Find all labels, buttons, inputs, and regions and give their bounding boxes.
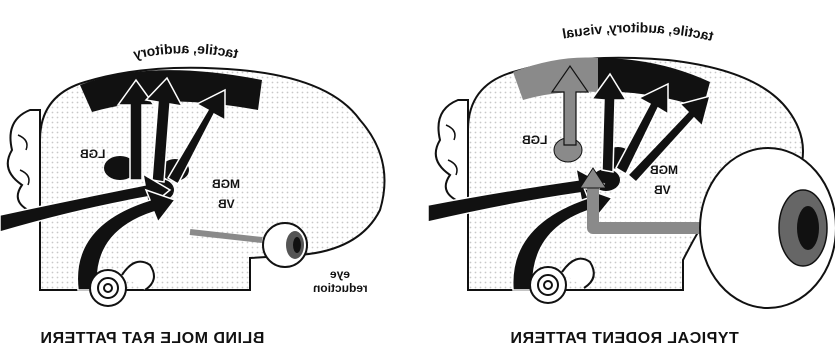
cerebellum: [8, 110, 40, 215]
panel-typical-rodent: tactile, auditory, visual LGB MGB VB TYP…: [418, 0, 835, 364]
cortex-label: tactile, auditory, visual: [561, 19, 715, 44]
vb-label: VB: [654, 184, 671, 196]
lgb-label: LGB: [522, 134, 547, 146]
reduced-eye: [263, 223, 307, 267]
mgb-label: MGB: [650, 164, 678, 176]
cortex-label: tactile, auditory: [131, 40, 239, 62]
brain-diagram-blind-mole-rat: tactile, auditory: [0, 0, 418, 364]
large-eye: [700, 148, 835, 308]
mgb-label: MGB: [212, 178, 240, 190]
eye-reduction-note: eye reduction: [300, 268, 380, 296]
cerebellum: [436, 100, 468, 205]
brain-diagram-typical-rodent: tactile, auditory, visual: [418, 0, 835, 364]
caption-typical-rodent: TYPICAL RODENT PATTERN: [510, 331, 739, 347]
caption-blind-mole-rat: BLIND MOLE RAT PATTERN: [40, 331, 264, 347]
lgb-label: LGB: [80, 148, 105, 160]
panel-blind-mole-rat: tactile, auditory LGB MGB VB eye reducti…: [0, 0, 418, 364]
vb-label: VB: [218, 198, 235, 210]
